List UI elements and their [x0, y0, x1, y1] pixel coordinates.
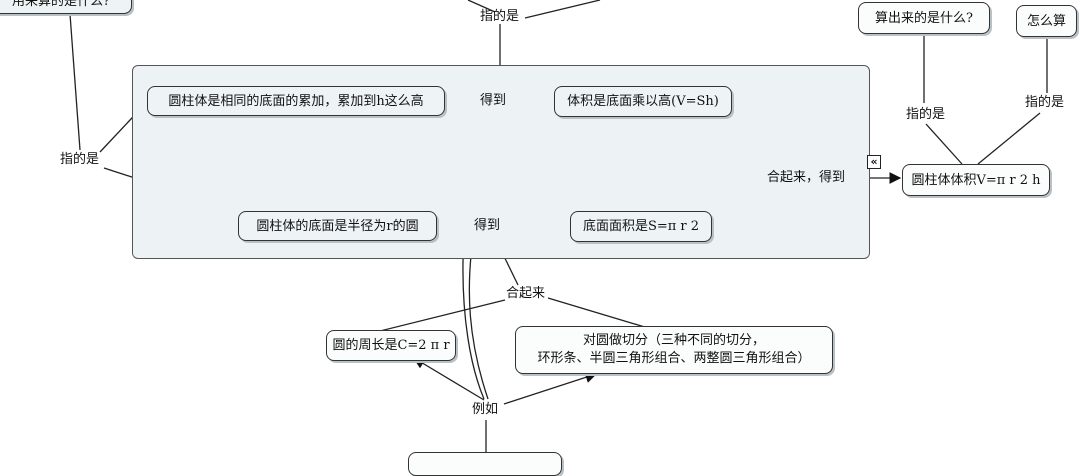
link-circ-combine [379, 299, 506, 332]
node-cylinder-stack[interactable]: 圆柱体是相同的底面的累加，累加到h这么高 [147, 86, 445, 116]
label-combine: 合起来 [506, 286, 546, 301]
node-volume-formula[interactable]: 体积是底面乘以高(V=Sh) [554, 86, 732, 117]
link-top-right [524, 0, 601, 19]
collapse-icon[interactable]: « [867, 155, 881, 169]
node-what-computed[interactable]: 算出来的是什么? [858, 2, 990, 34]
link-refers-result-2 [977, 112, 1041, 165]
link-question-refers [69, 13, 81, 151]
node-label: 圆的周长是C=2 π r [332, 338, 450, 353]
node-label-line-1: 对圆做切分（三种不同的切分， [582, 333, 765, 348]
link-refers-result-1 [925, 123, 963, 165]
node-base-area[interactable]: 底面面积是S=π r 2 [570, 211, 712, 242]
node-how-compute[interactable]: 怎么算 [1016, 5, 1077, 37]
label-refers-right-1: 指的是 [906, 107, 946, 122]
node-label: 用来算的是什么? [12, 0, 110, 9]
arrow-example-circ [412, 357, 485, 401]
node-label: 圆柱体是相同的底面的累加，累加到h这么高 [168, 93, 424, 109]
arrow-example-cut [503, 371, 598, 405]
label-combine-get: 合起来，得到 [767, 170, 846, 185]
node-circumference[interactable]: 圆的周长是C=2 π r [326, 330, 456, 361]
label-refers-right-2: 指的是 [1025, 95, 1065, 110]
label-get-2: 得到 [474, 218, 501, 233]
node-label: 体积是底面乘以高(V=Sh) [567, 94, 719, 109]
node-bottom-cut-off[interactable] [408, 452, 562, 476]
arrow-example-get2 [465, 236, 489, 400]
node-label: 圆柱体的底面是半径为r的圆 [256, 218, 419, 234]
node-top-left-question[interactable]: 用来算的是什么? [0, 0, 132, 14]
node-label: 圆柱体体积V=π r 2 h [911, 172, 1041, 188]
label-get-1: 得到 [480, 93, 507, 108]
label-example: 例如 [472, 402, 499, 417]
node-label: 怎么算 [1026, 13, 1066, 29]
node-cut-circle[interactable]: 对圆做切分（三种不同的切分， 环形条、半圆三角形组合、两整圆三角形组合） [515, 326, 833, 374]
link-top-left [467, 0, 496, 13]
link-cut-combine [547, 297, 649, 329]
label-refers-top: 指的是 [480, 9, 520, 24]
node-label: 算出来的是什么? [875, 10, 973, 26]
label-refers-left: 指的是 [60, 152, 100, 167]
node-cylinder-volume[interactable]: 圆柱体体积V=π r 2 h [902, 164, 1050, 196]
node-label-line-2: 环形条、半圆三角形组合、两整圆三角形组合） [537, 351, 811, 366]
node-label: 底面面积是S=π r 2 [582, 219, 700, 234]
node-cylinder-base[interactable]: 圆柱体的底面是半径为r的圆 [238, 211, 437, 241]
